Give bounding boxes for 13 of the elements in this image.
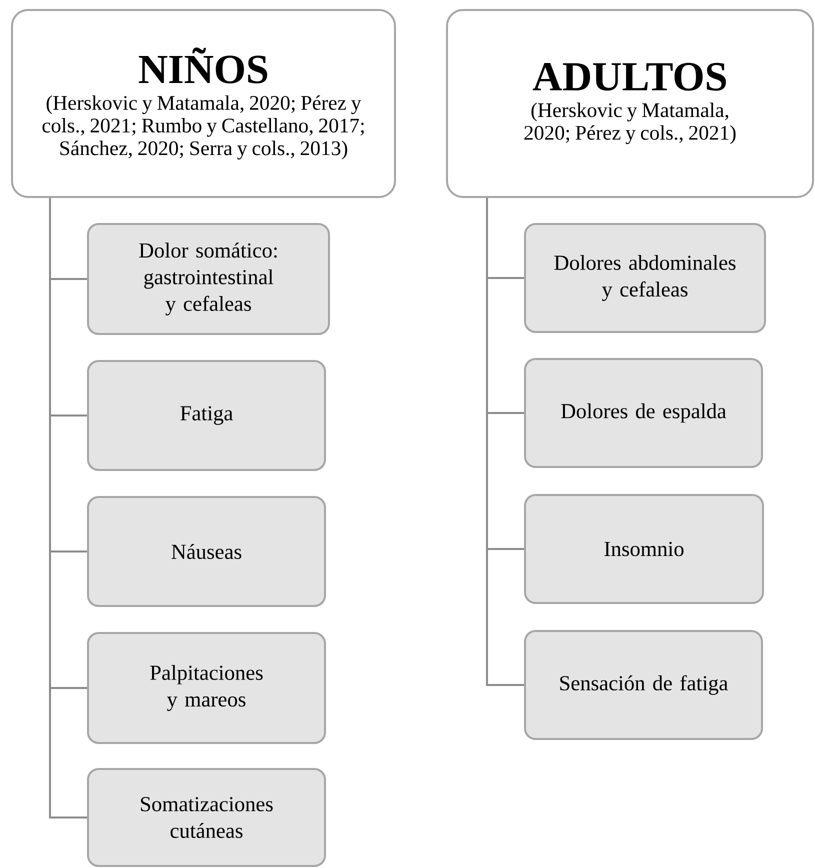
connector-line (49, 198, 87, 818)
symptom-box: Insomnio (524, 494, 764, 604)
symptom-box: Sensación de fatiga (524, 630, 763, 740)
symptom-box: Palpitaciones y mareos (87, 632, 326, 744)
connector-line (486, 198, 524, 686)
symptom-box: Náuseas (87, 496, 326, 607)
symptom-box: Dolor somático: gastrointestinal y cefaleas (87, 223, 330, 335)
symptom-box: Dolores abdominales y cefaleas (524, 223, 766, 333)
header-box: NIÑOS (Herskovic y Matamala, 2020; Pérez y cols., 2021; Rumbo y Castellano, 2017; Sánchez, 2020; Serra y cols., 2013) (11, 9, 396, 198)
header-box: ADULTOS (Herskovic y Matamala, 2020; Pérez y cols., 2021) (446, 9, 814, 198)
symptom-box: Somatizaciones cutáneas (87, 768, 326, 867)
symptom-box: Dolores de espalda (524, 358, 763, 468)
symptom-box: Fatiga (87, 360, 326, 471)
